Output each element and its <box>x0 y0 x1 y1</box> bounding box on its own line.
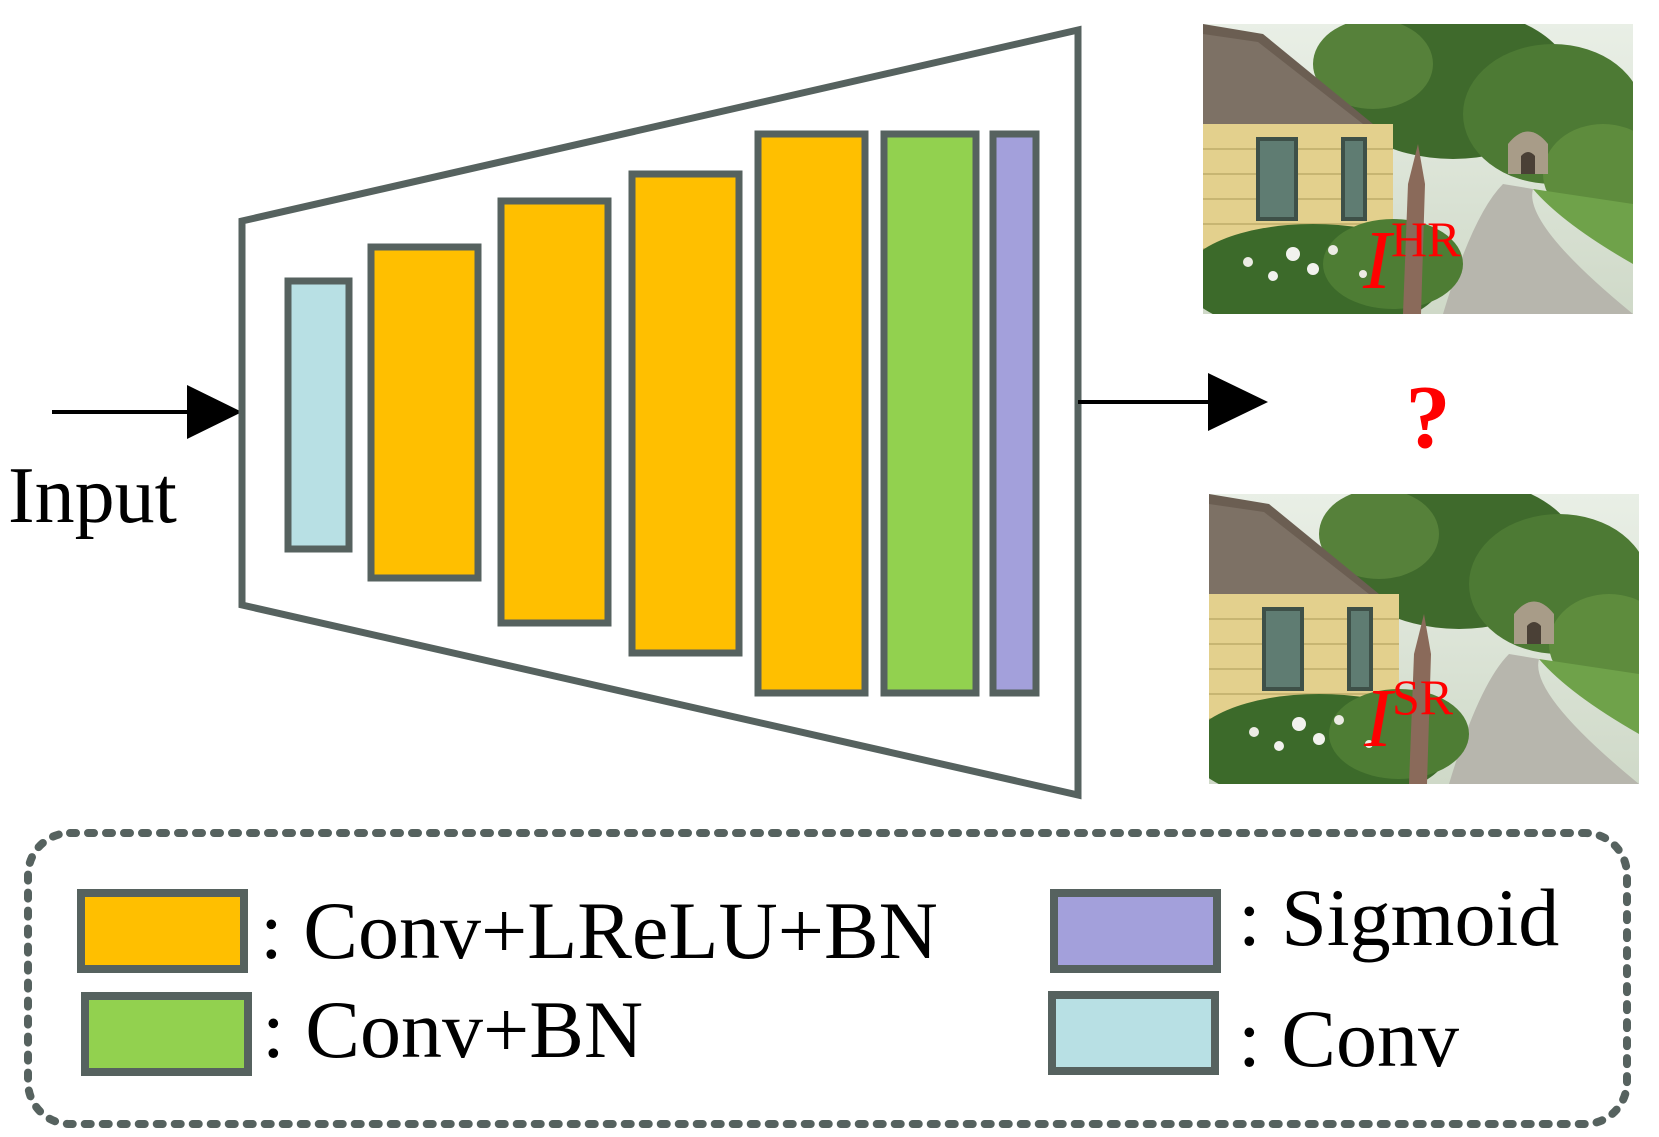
input-label: Input <box>8 452 177 540</box>
legend-swatch-conv-bn <box>81 992 252 1076</box>
legend-swatch-conv-lrelu-bn <box>77 889 248 973</box>
layer-conv-lrelu-bn <box>628 170 743 657</box>
hr-superscript: HR <box>1391 211 1461 267</box>
layer-sigmoid <box>989 130 1040 697</box>
sr-superscript: SR <box>1392 669 1454 725</box>
hr-image: IHR <box>1203 24 1633 314</box>
sr-image-label: ISR <box>1363 669 1454 765</box>
legend-swatch-sigmoid <box>1050 889 1221 973</box>
layer-conv-bn <box>880 130 980 697</box>
layer-conv-lrelu-bn <box>754 130 869 697</box>
legend-swatch-conv <box>1048 991 1219 1075</box>
output-arrow <box>1078 373 1268 431</box>
layer-conv-lrelu-bn <box>497 197 612 627</box>
legend-label-conv-lrelu-bn: : Conv+LReLU+BN <box>260 885 938 976</box>
legend-box <box>24 829 1631 1128</box>
layer-conv-lrelu-bn <box>367 243 482 582</box>
layer-conv <box>284 277 353 553</box>
network-layers <box>284 130 1040 697</box>
legend-label-conv: : Conv <box>1238 993 1459 1084</box>
legend-label-conv-bn: : Conv+BN <box>262 984 643 1075</box>
compare-question-mark: ? <box>1406 368 1451 467</box>
hr-image-label: IHR <box>1362 211 1461 307</box>
sr-italic: I <box>1363 672 1396 765</box>
hr-italic: I <box>1362 214 1395 307</box>
sr-image: ISR <box>1209 494 1639 784</box>
input-arrow <box>52 385 242 439</box>
legend-label-sigmoid: : Sigmoid <box>1238 872 1559 963</box>
